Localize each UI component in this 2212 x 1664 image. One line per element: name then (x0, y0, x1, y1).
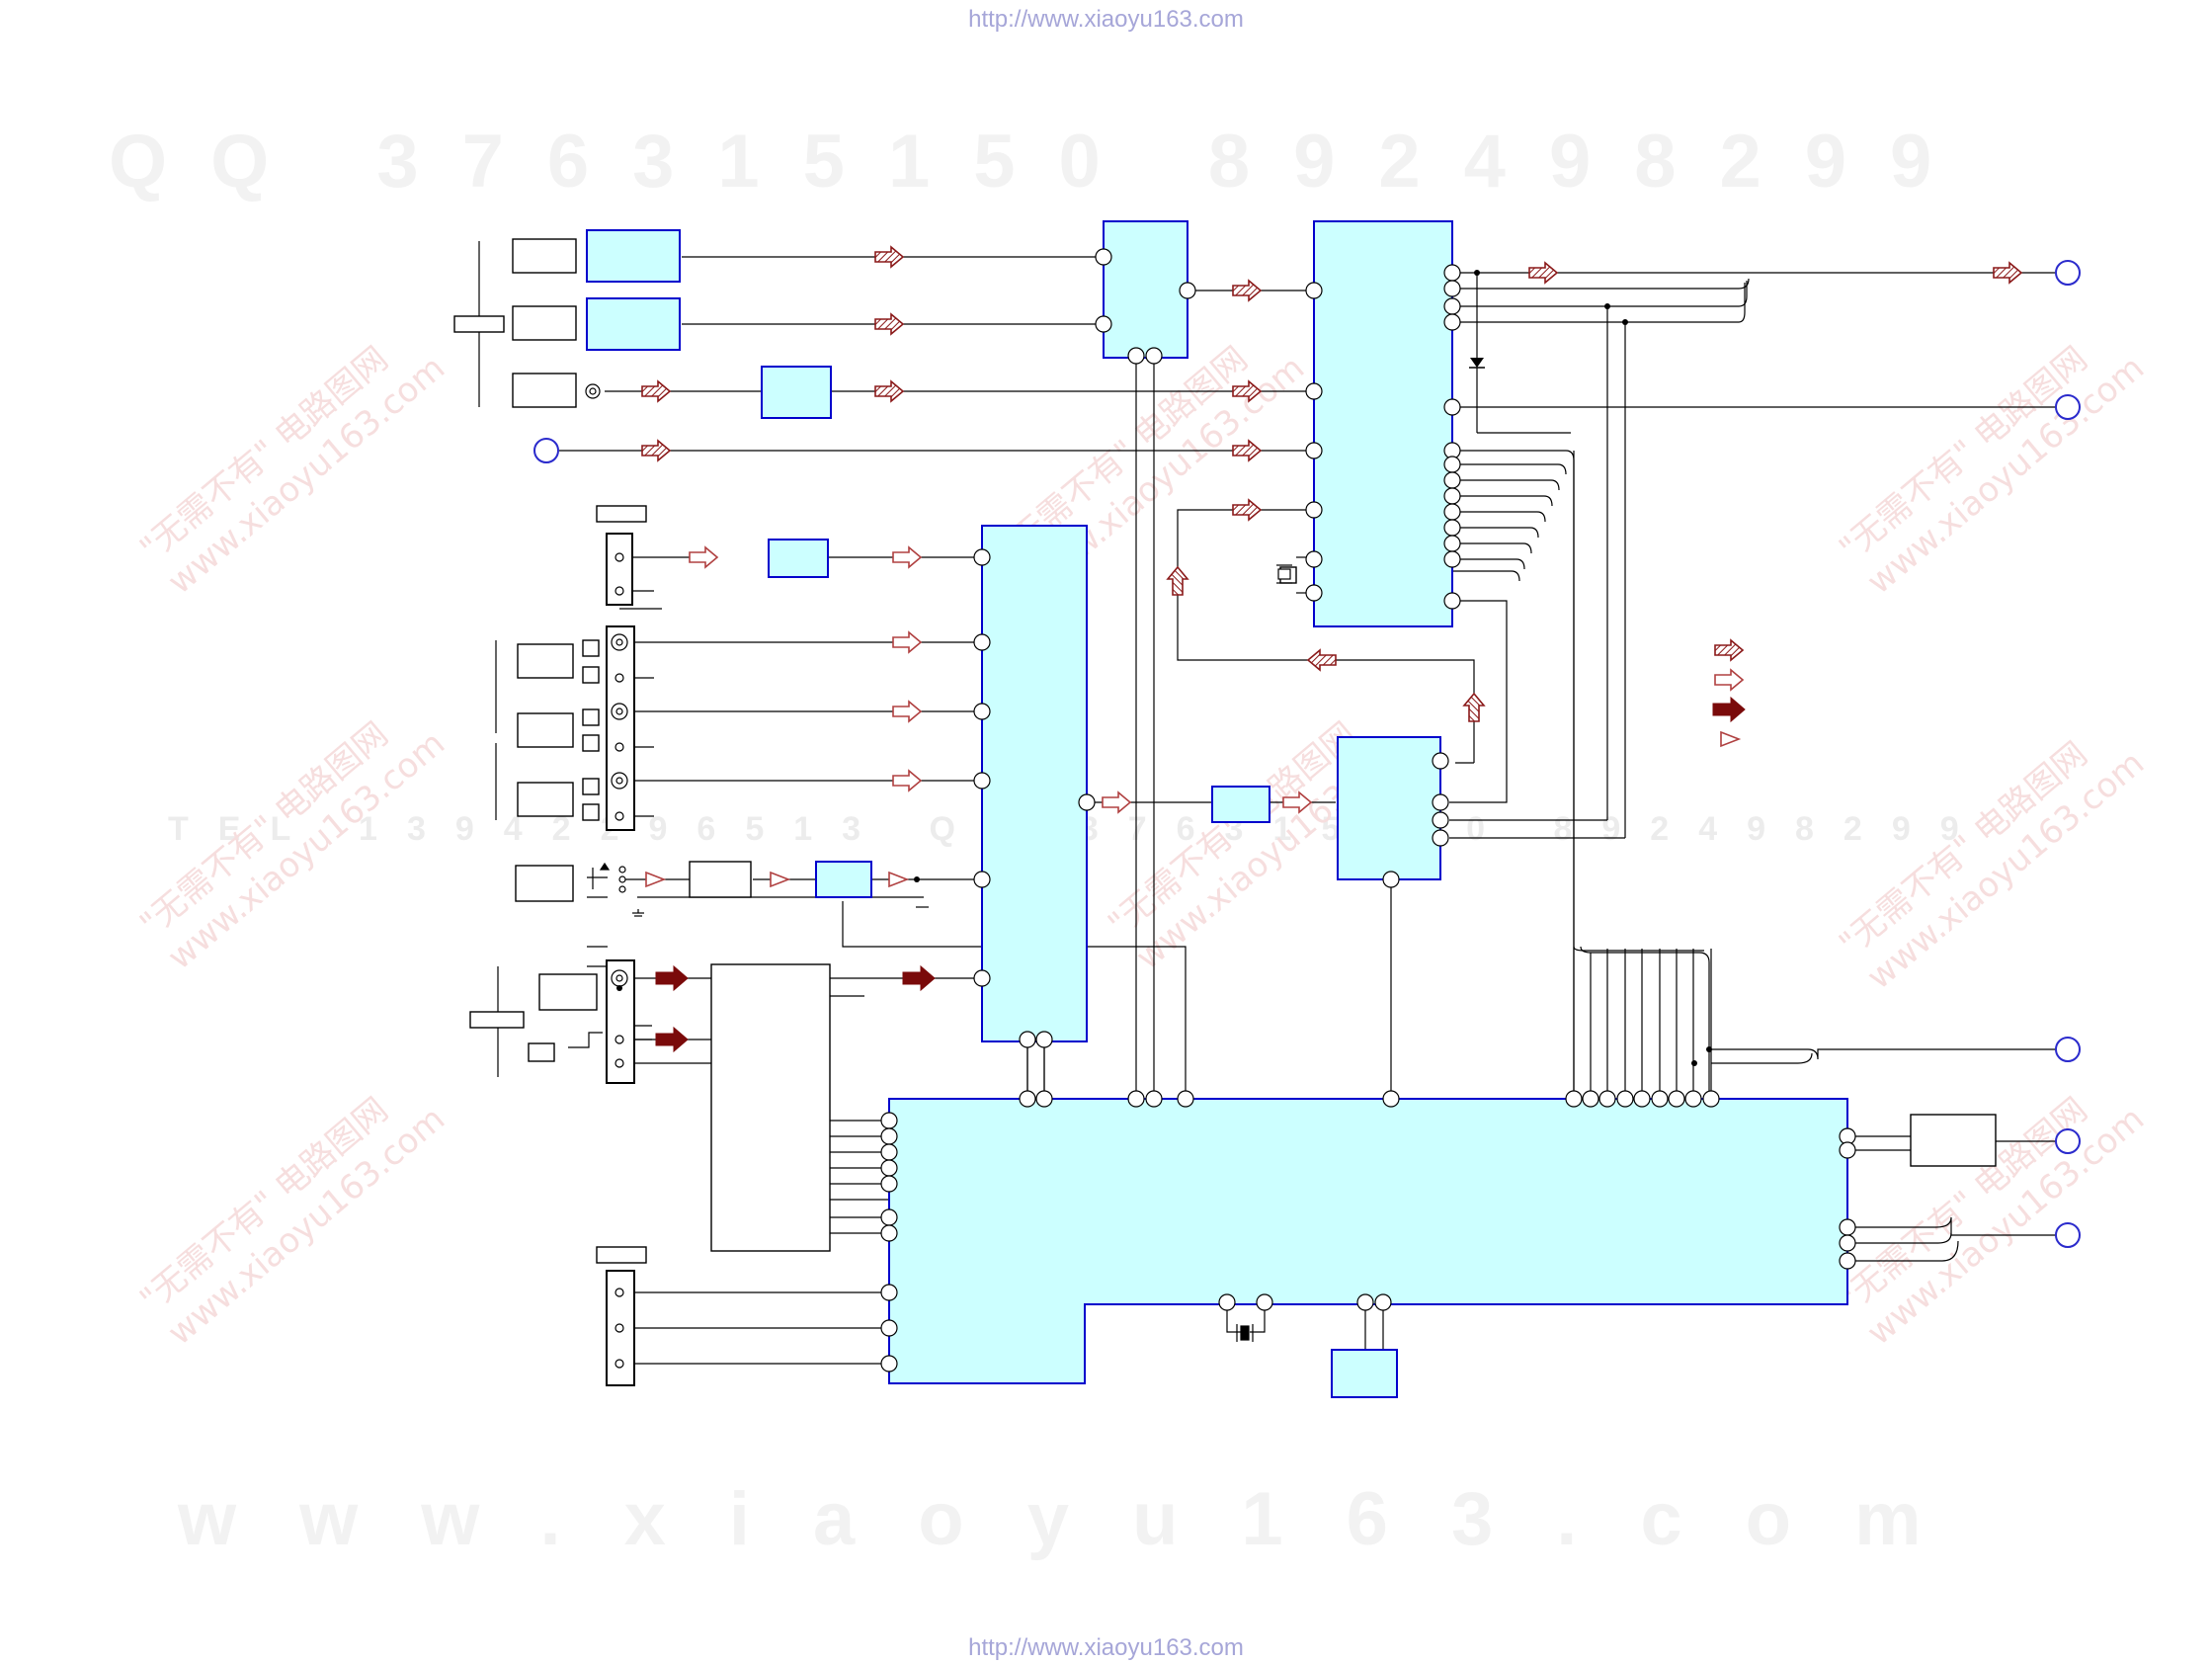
solid-arrow-icon (1712, 697, 1746, 722)
jack-pins (585, 383, 628, 1369)
ic-blocks (586, 220, 1848, 1398)
hatched-arrow-icon (1714, 639, 1744, 661)
ic-pins (880, 248, 1856, 1373)
footer-url[interactable]: http://www.xiaoyu163.com (968, 1634, 1244, 1661)
external-terminals (533, 260, 2081, 1248)
eeprom-block (1331, 1349, 1398, 1398)
buffer-block (768, 539, 829, 578)
demod-block (761, 366, 832, 419)
tuner-block-1 (586, 229, 681, 283)
video-processor-ic (981, 525, 1088, 1042)
av-switch-ic (1313, 220, 1453, 627)
legend (1712, 639, 1746, 747)
system-controller-ic (888, 1098, 1848, 1384)
tuner-block-2 (586, 297, 681, 351)
hollow-arrow-icon (1714, 669, 1744, 691)
crystal-symbol (1236, 564, 1292, 1342)
mid-buffer-block (1211, 786, 1270, 823)
junctions (616, 270, 1712, 1066)
sync-block (1337, 736, 1441, 880)
amp-block (815, 861, 872, 898)
small-triangle-icon (1720, 731, 1740, 747)
diode-symbol (1469, 358, 1485, 369)
switch-block (1103, 220, 1188, 359)
ground-symbol (592, 862, 644, 917)
header-url[interactable]: http://www.xiaoyu163.com (968, 6, 1244, 33)
